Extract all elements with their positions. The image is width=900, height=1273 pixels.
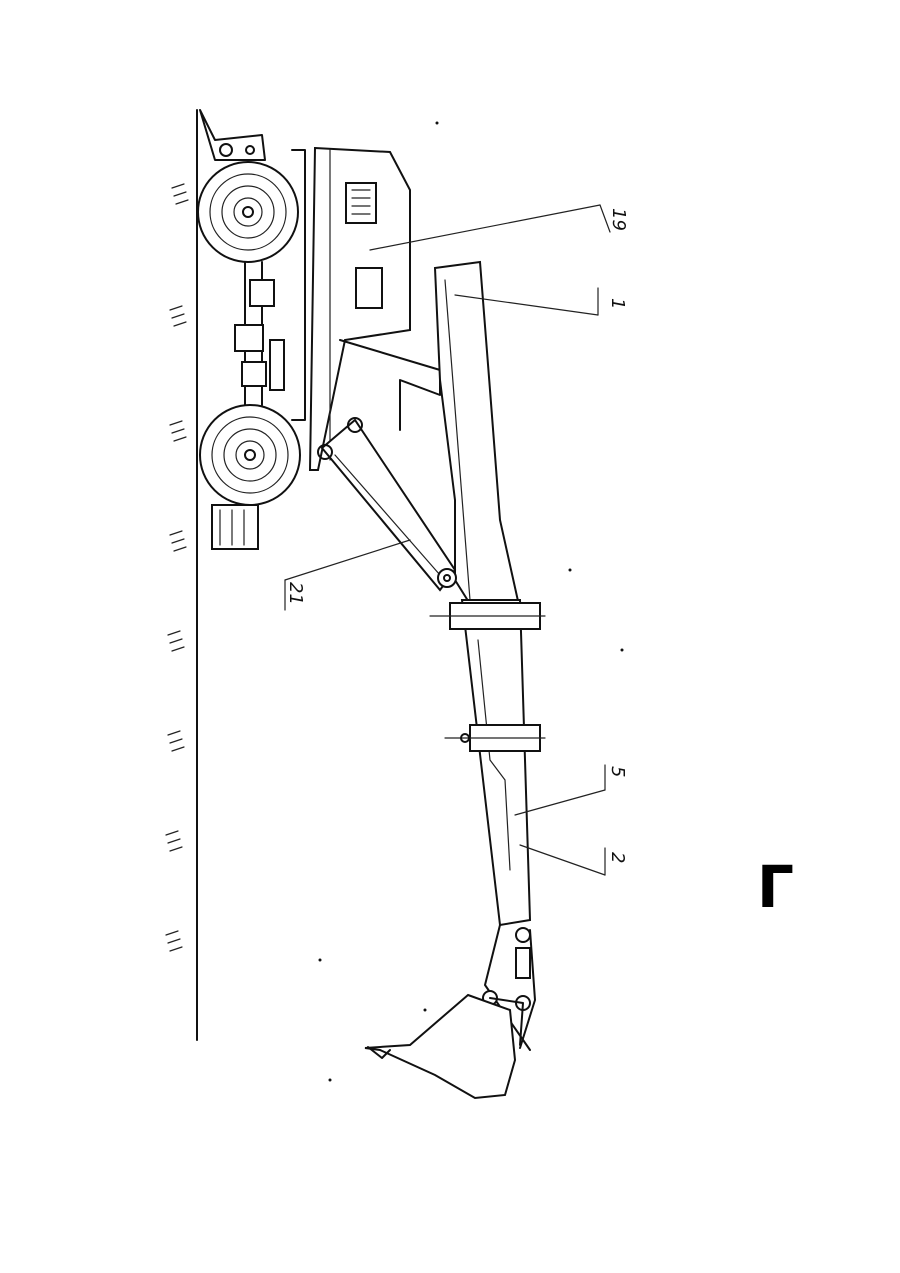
bucket	[365, 995, 515, 1098]
callout-21: 21	[285, 582, 306, 605]
hydraulic-cylinder	[318, 418, 456, 590]
front-stabilizer	[200, 110, 265, 160]
sheet-letter: Г	[757, 858, 794, 916]
cab	[310, 148, 440, 470]
rear-wheel	[200, 405, 300, 505]
callout-1: 1	[607, 298, 628, 309]
callout-2: 2	[607, 852, 628, 863]
telescopic-stick	[430, 600, 545, 925]
ground-line	[166, 110, 197, 1040]
callout-19: 19	[608, 208, 629, 231]
front-wheel	[198, 162, 298, 262]
callout-5: 5	[607, 766, 628, 777]
